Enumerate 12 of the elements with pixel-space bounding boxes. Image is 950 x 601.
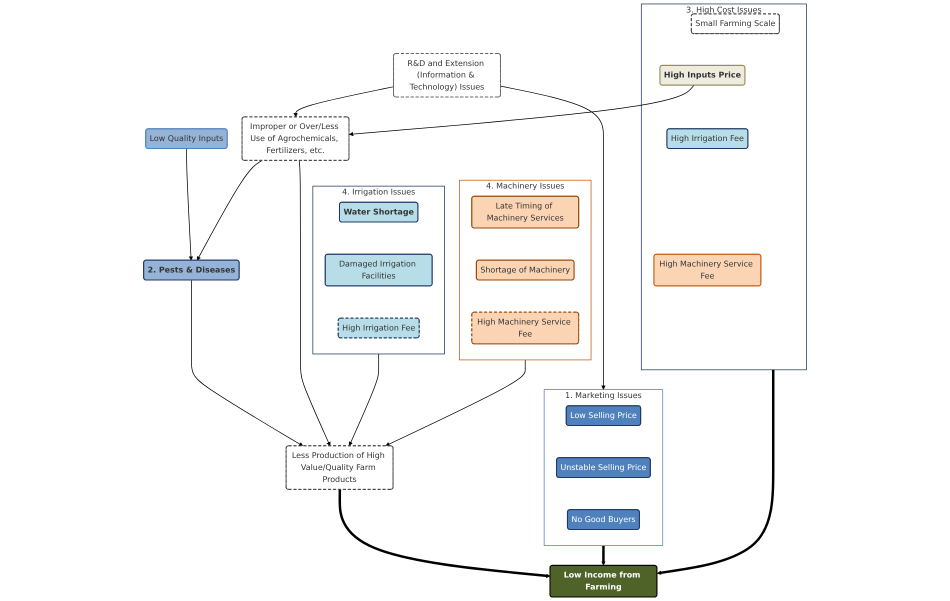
arrow — [196, 160, 262, 261]
arrow — [186, 148, 194, 261]
arrow — [349, 85, 694, 136]
arrow — [294, 86, 394, 118]
arrow — [601, 546, 606, 566]
arrow — [385, 360, 526, 446]
arrow — [348, 354, 380, 446]
arrow — [500, 86, 606, 390]
arrow — [338, 490, 550, 578]
arrow — [298, 160, 331, 446]
arrow — [191, 280, 304, 446]
arrow — [656, 370, 774, 575]
